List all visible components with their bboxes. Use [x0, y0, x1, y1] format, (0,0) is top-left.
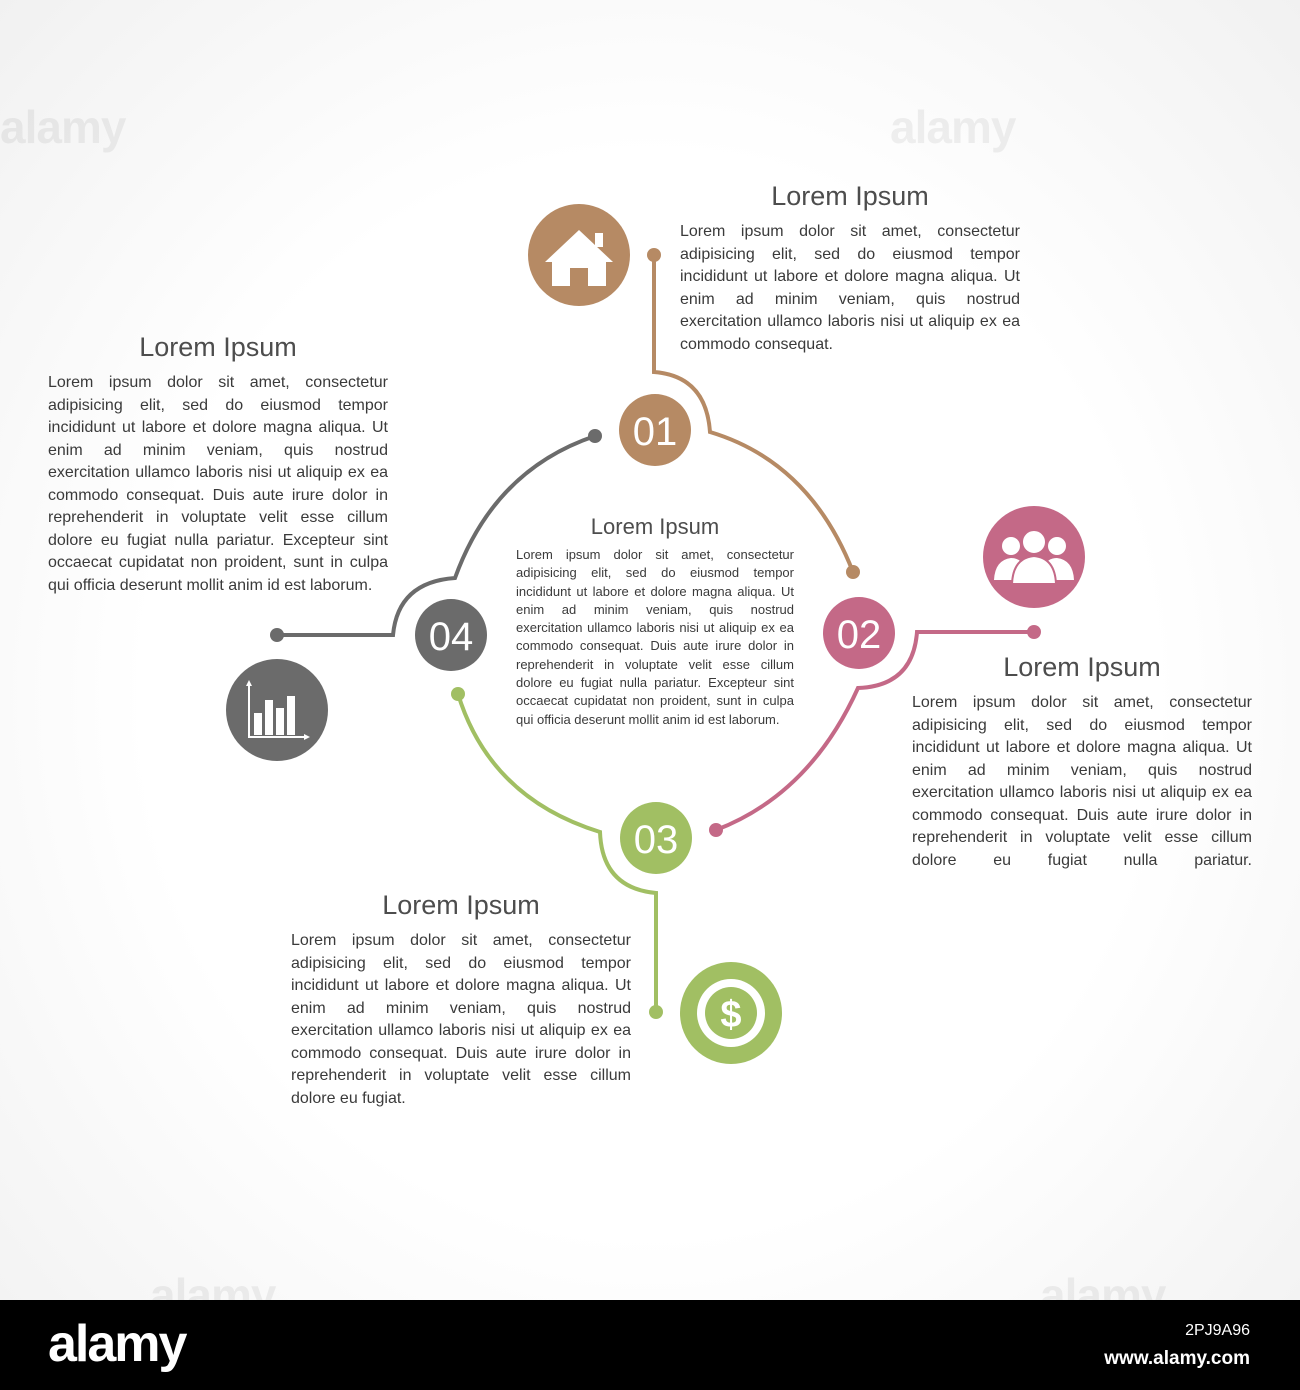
step-4-title: Lorem Ipsum: [139, 332, 297, 362]
step-badge-1: 01: [619, 394, 691, 466]
connector-dot-step-1: [647, 248, 661, 262]
watermark-text: alamy: [0, 101, 126, 153]
step-3-text: Lorem ipsum dolor sit amet, consectetur …: [291, 932, 631, 1107]
people-icon: [983, 506, 1085, 608]
step-1-title: Lorem Ipsum: [771, 181, 929, 211]
connector-dot-step-1-end: [846, 565, 860, 579]
step-2-title: Lorem Ipsum: [1003, 652, 1161, 682]
image-code: 2PJ9A96: [1185, 1322, 1250, 1339]
brand-logo: alamy: [48, 1315, 187, 1373]
step-3-title: Lorem Ipsum: [382, 890, 540, 920]
connector-step-4: [275, 434, 597, 637]
watermark-footer: alamy 2PJ9A96 www.alamy.com: [0, 1300, 1300, 1390]
step-number-2: 02: [837, 613, 882, 657]
connector-dot-step-2-end: [709, 823, 723, 837]
connector-step-1: [652, 253, 855, 574]
connector-step-3: [456, 692, 658, 1014]
step-number-4: 04: [429, 615, 474, 659]
step-badge-4: 04: [415, 599, 487, 671]
connector-dot-step-4-end: [588, 429, 602, 443]
center-title: Lorem Ipsum: [590, 514, 720, 539]
center-text: Lorem ipsum dolor sit amet, consectetur …: [516, 547, 794, 727]
connector-dot-step-3-end: [451, 687, 465, 701]
connector-dot-step-2: [1027, 625, 1041, 639]
bar-chart-icon: [226, 659, 328, 761]
step-badge-2: 02: [823, 597, 895, 669]
step-badge-3: 03: [620, 802, 692, 874]
connector-step-2: [714, 630, 1036, 832]
step-number-1: 01: [633, 410, 678, 454]
step-2-text: Lorem ipsum dolor sit amet, consectetur …: [912, 694, 1252, 869]
cycle-diagram: 01 02 03 04 $: [226, 204, 1085, 1064]
step-number-3: 03: [634, 818, 679, 862]
brand-url: www.alamy.com: [1104, 1348, 1250, 1369]
svg-text:$: $: [720, 994, 741, 1036]
connector-dot-step-4: [270, 628, 284, 642]
step-4-text: Lorem ipsum dolor sit amet, consectetur …: [48, 374, 388, 594]
step-1-text: Lorem ipsum dolor sit amet, consectetur …: [680, 223, 1020, 353]
home-icon: [528, 204, 630, 306]
dollar-coin-icon: $: [680, 962, 782, 1064]
watermark-text: alamy: [890, 101, 1016, 153]
connector-dot-step-3: [649, 1005, 663, 1019]
